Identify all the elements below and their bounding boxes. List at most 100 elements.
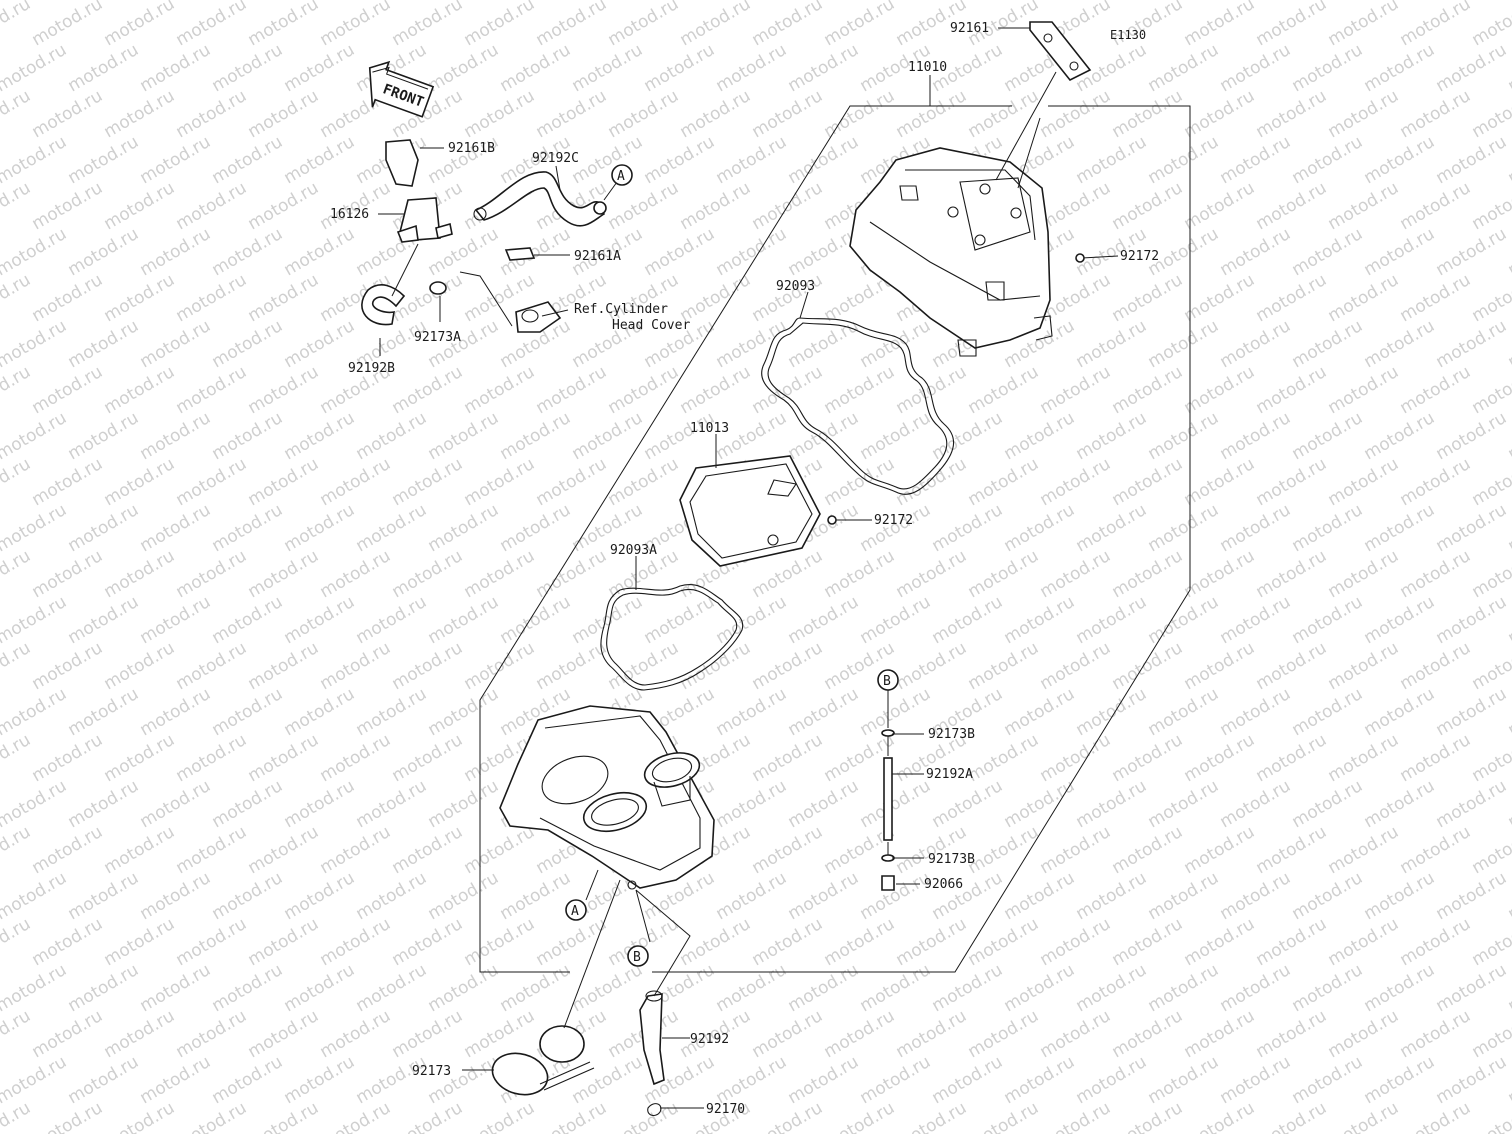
watermark-text: motod.ru <box>137 960 215 1016</box>
svg-text:A: A <box>571 904 579 919</box>
watermark-text: motod.ru <box>101 270 179 326</box>
watermark-text: motod.ru <box>1253 1098 1331 1134</box>
watermark-text: motod.ru <box>65 408 143 464</box>
watermark-text: motod.ru <box>245 362 323 418</box>
watermark-text: motod.ru <box>281 0 359 4</box>
watermark-text: motod.ru <box>749 86 827 142</box>
watermark-text: motod.ru <box>1289 868 1367 924</box>
watermark-text: motod.ru <box>1433 40 1511 96</box>
watermark-text: motod.ru <box>1037 638 1115 694</box>
watermark-text: motod.ru <box>1073 0 1151 4</box>
label-92173B-bottom: 92173B <box>928 852 975 867</box>
watermark-text: motod.ru <box>353 868 431 924</box>
watermark-text: motod.ru <box>1325 638 1403 694</box>
watermark-text: motod.ru <box>605 362 683 418</box>
watermark-text: motod.ru <box>1505 868 1512 924</box>
watermark-text: motod.ru <box>209 132 287 188</box>
watermark-text: motod.ru <box>821 1006 899 1062</box>
watermark-text: motod.ru <box>569 1052 647 1108</box>
watermark-text: motod.ru <box>1001 1052 1079 1108</box>
watermark-text: motod.ru <box>209 1052 287 1108</box>
watermark-text: motod.ru <box>0 316 70 372</box>
watermark-text: motod.ru <box>893 914 971 970</box>
watermark-text: motod.ru <box>821 914 899 970</box>
label-11013: 11013 <box>690 421 729 436</box>
watermark-text: motod.ru <box>389 1006 467 1062</box>
watermark-text: motod.ru <box>1037 546 1115 602</box>
label-92093A: 92093A <box>610 543 657 558</box>
watermark-text: motod.ru <box>533 0 611 50</box>
watermark-text: motod.ru <box>749 822 827 878</box>
watermark-text: motod.ru <box>785 592 863 648</box>
watermark-text: motod.ru <box>497 0 575 4</box>
watermark-text: motod.ru <box>1361 868 1439 924</box>
watermark-text: motod.ru <box>137 40 215 96</box>
watermark-text: motod.ru <box>137 1052 215 1108</box>
watermark-text: motod.ru <box>209 960 287 1016</box>
watermark-text: motod.ru <box>1109 454 1187 510</box>
watermark-text: motod.ru <box>0 684 70 740</box>
watermark-text: motod.ru <box>929 960 1007 1016</box>
watermark-text: motod.ru <box>497 868 575 924</box>
watermark-text: motod.ru <box>1217 592 1295 648</box>
watermark-text: motod.ru <box>281 684 359 740</box>
watermark-text: motod.ru <box>65 40 143 96</box>
watermark-text: motod.ru <box>1253 822 1331 878</box>
watermark-text: motod.ru <box>569 960 647 1016</box>
watermark-text: motod.ru <box>29 362 107 418</box>
watermark-text: motod.ru <box>29 546 107 602</box>
watermark-text: motod.ru <box>1109 1006 1187 1062</box>
watermark-text: motod.ru <box>713 684 791 740</box>
watermark-text: motod.ru <box>173 1098 251 1134</box>
watermark-text: motod.ru <box>1001 0 1079 4</box>
watermark-text: motod.ru <box>1181 1098 1259 1134</box>
watermark-text: motod.ru <box>461 454 539 510</box>
watermark-text: motod.ru <box>1469 730 1512 786</box>
watermark-text: motod.ru <box>29 86 107 142</box>
watermark-text: motod.ru <box>281 592 359 648</box>
watermark-text: motod.ru <box>1145 960 1223 1016</box>
watermark-text: motod.ru <box>137 684 215 740</box>
watermark-text: motod.ru <box>1433 776 1511 832</box>
watermark-text: motod.ru <box>1253 178 1331 234</box>
watermark-text: motod.ru <box>1505 684 1512 740</box>
watermark-text: motod.ru <box>1361 1052 1439 1108</box>
watermark-text: motod.ru <box>1397 270 1475 326</box>
watermark-text: motod.ru <box>1037 822 1115 878</box>
watermark-text: motod.ru <box>1181 454 1259 510</box>
watermark-text: motod.ru <box>1469 178 1512 234</box>
watermark-text: motod.ru <box>65 776 143 832</box>
watermark-text: motod.ru <box>461 638 539 694</box>
watermark-text: motod.ru <box>569 40 647 96</box>
watermark-text: motod.ru <box>1217 868 1295 924</box>
watermark-text: motod.ru <box>1469 86 1512 142</box>
watermark-text: motod.ru <box>605 0 683 50</box>
watermark-text: motod.ru <box>713 408 791 464</box>
watermark-text: motod.ru <box>497 960 575 1016</box>
watermark-text: motod.ru <box>929 408 1007 464</box>
watermark-text: motod.ru <box>857 960 935 1016</box>
watermark-text: motod.ru <box>1397 1006 1475 1062</box>
watermark-text: motod.ru <box>425 868 503 924</box>
watermark-text: motod.ru <box>1505 960 1512 1016</box>
watermark-text: motod.ru <box>173 270 251 326</box>
watermark-text: motod.ru <box>533 454 611 510</box>
watermark-text: motod.ru <box>1325 730 1403 786</box>
watermark-text: motod.ru <box>209 592 287 648</box>
watermark-text: motod.ru <box>1289 684 1367 740</box>
watermark-text: motod.ru <box>317 730 395 786</box>
watermark-text: motod.ru <box>1289 776 1367 832</box>
watermark-text: motod.ru <box>605 1098 683 1134</box>
watermark-text: motod.ru <box>173 1006 251 1062</box>
watermark-text: motod.ru <box>209 776 287 832</box>
watermark-text: motod.ru <box>677 914 755 970</box>
watermark-text: motod.ru <box>317 546 395 602</box>
watermark-text: motod.ru <box>1217 224 1295 280</box>
watermark-text: motod.ru <box>461 1006 539 1062</box>
watermark-text: motod.ru <box>1325 0 1403 50</box>
watermark-text: motod.ru <box>65 960 143 1016</box>
watermark-text: motod.ru <box>749 1006 827 1062</box>
watermark-text: motod.ru <box>317 1098 395 1134</box>
watermark-text: motod.ru <box>1109 914 1187 970</box>
watermark-text: motod.ru <box>1289 960 1367 1016</box>
